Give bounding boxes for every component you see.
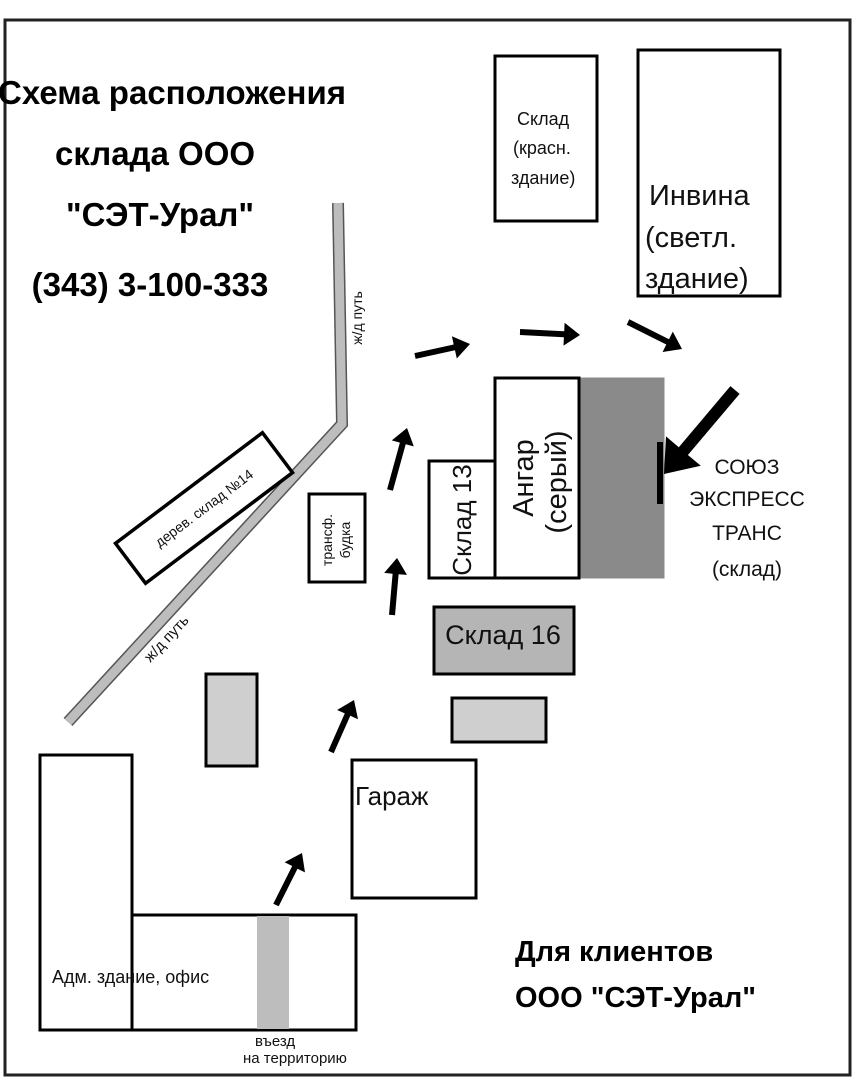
route-arrow — [626, 319, 682, 352]
destination-line-4: (склад) — [712, 558, 782, 581]
title-phone: (343) 3-100-333 — [32, 266, 269, 303]
destination-line-1: СОЮЗ — [715, 456, 780, 479]
building-small-gray — [450, 696, 548, 744]
entrance-line-1: въезд — [255, 1033, 295, 1050]
route-arrow — [414, 336, 470, 359]
route-arrow — [384, 558, 407, 616]
destination-line-2: ЭКСПРЕСС — [689, 488, 805, 511]
entrance-passage — [257, 916, 289, 1029]
entrance-label: въезд на территорию — [243, 1033, 347, 1067]
map-title: Схема расположения склада ООО "СЭТ-Урал"… — [0, 74, 346, 303]
title-line-1: Схема расположения — [0, 74, 346, 111]
garage-label: Гараж — [355, 781, 429, 811]
railway-track — [64, 202, 347, 726]
building-garage: Гараж — [350, 758, 478, 900]
transf-line-1: трансф. — [319, 514, 335, 566]
sklad-red-line-1: Склад — [517, 109, 570, 129]
building-transf: трансф. будка — [307, 492, 367, 584]
sklad-red-line-2: (красн. — [513, 138, 571, 158]
route-arrows — [273, 319, 740, 907]
route-arrow — [387, 428, 414, 491]
destination-arrow — [664, 386, 740, 474]
sklad-red-line-3: здание) — [511, 168, 575, 188]
sklad-13-label: Склад 13 — [447, 464, 477, 575]
route-arrow — [328, 700, 358, 754]
route-arrow — [519, 322, 580, 346]
building-angar: Ангар (серый) — [493, 376, 665, 580]
railway-label-upper: ж/д путь — [349, 291, 365, 345]
destination-line-3: ТРАНС — [712, 522, 782, 545]
footer-line-1: Для клиентов — [515, 936, 713, 968]
invina-line-2: (светл. — [645, 222, 737, 254]
footer-line-2: ООО "СЭТ-Урал" — [515, 982, 756, 1014]
angar-line-2: (серый) — [541, 430, 573, 533]
building-sklad-red: Склад (красн. здание) — [493, 54, 599, 223]
building-adm: Адм. здание, офис — [38, 753, 358, 1032]
building-invina: Инвина (светл. здание) — [636, 48, 782, 298]
angar-line-1: Ангар — [508, 439, 540, 517]
title-line-3: "СЭТ-Урал" — [66, 196, 254, 233]
building-sklad-13: Склад 13 — [427, 459, 497, 580]
transf-line-2: будка — [337, 521, 353, 558]
route-arrow — [273, 853, 305, 907]
destination-label: СОЮЗ ЭКСПРЕСС ТРАНС (склад) — [689, 456, 805, 581]
building-small-gray-tall — [204, 672, 259, 768]
adm-label: Адм. здание, офис — [52, 967, 209, 987]
angar-gray-section — [579, 377, 665, 579]
entrance-line-2: на территорию — [243, 1050, 347, 1067]
building-sklad-16: Склад 16 — [432, 605, 576, 676]
title-line-2: склада ООО — [55, 135, 255, 172]
invina-line-3: здание) — [645, 263, 749, 295]
invina-line-1: Инвина — [649, 180, 750, 212]
sklad-16-label: Склад 16 — [445, 620, 561, 650]
footer: Для клиентов ООО "СЭТ-Урал" — [515, 936, 756, 1014]
